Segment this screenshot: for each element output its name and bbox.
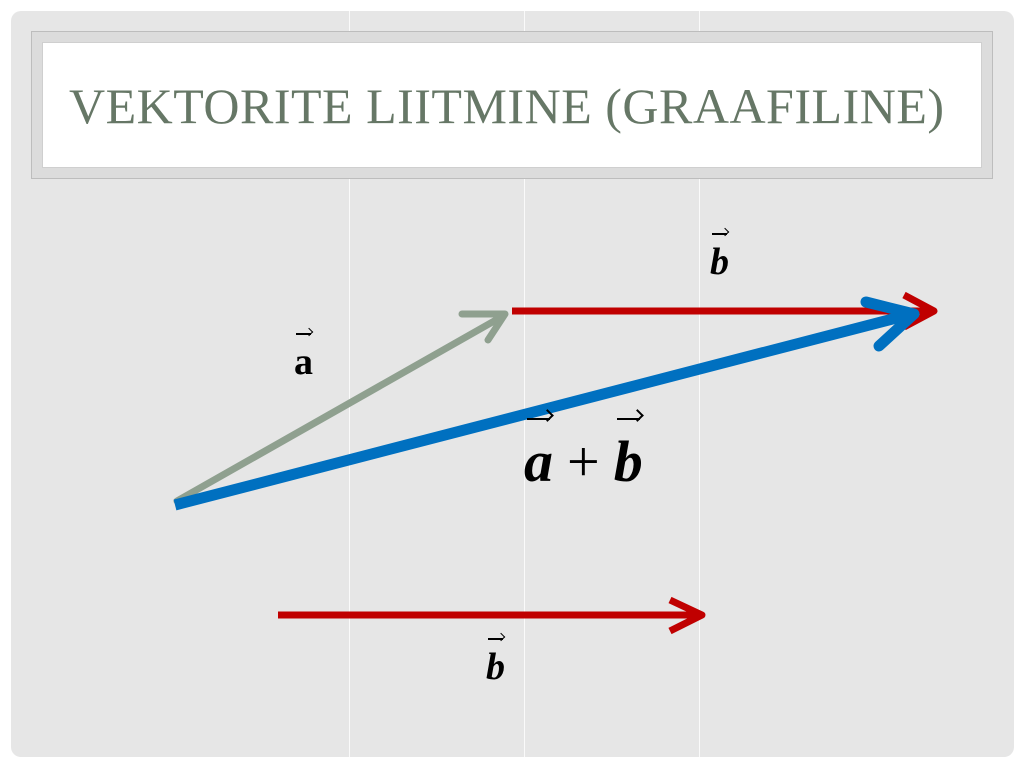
vector-sum-arrow	[173, 296, 920, 511]
label-vector-b-bottom: b	[486, 638, 505, 689]
sum-b-symbol: b	[613, 417, 643, 494]
plus-sign: +	[567, 429, 600, 494]
vector-a-arrow	[173, 310, 509, 505]
sum-a-symbol: a	[524, 417, 553, 494]
title-frame: VEKTORITE LIITMINE (GRAAFILINE)	[31, 31, 993, 179]
background-stripe	[349, 11, 350, 757]
vector-b-bottom-arrow	[278, 596, 706, 635]
slide-title: VEKTORITE LIITMINE (GRAAFILINE)	[69, 78, 945, 134]
vector-b-bottom-symbol: b	[486, 638, 505, 688]
vector-b-symbol: b	[710, 233, 729, 283]
title-box: VEKTORITE LIITMINE (GRAAFILINE)	[42, 42, 982, 168]
background-stripe	[699, 11, 700, 757]
label-vector-sum: a+b	[524, 417, 643, 495]
background-stripe	[524, 11, 525, 757]
label-vector-a: a	[294, 333, 313, 384]
vector-a-symbol: a	[294, 333, 313, 383]
vector-b-top-arrow	[512, 291, 938, 331]
slide: VEKTORITE LIITMINE (GRAAFILINE)	[11, 11, 1014, 757]
label-vector-b-top: b	[710, 233, 729, 284]
